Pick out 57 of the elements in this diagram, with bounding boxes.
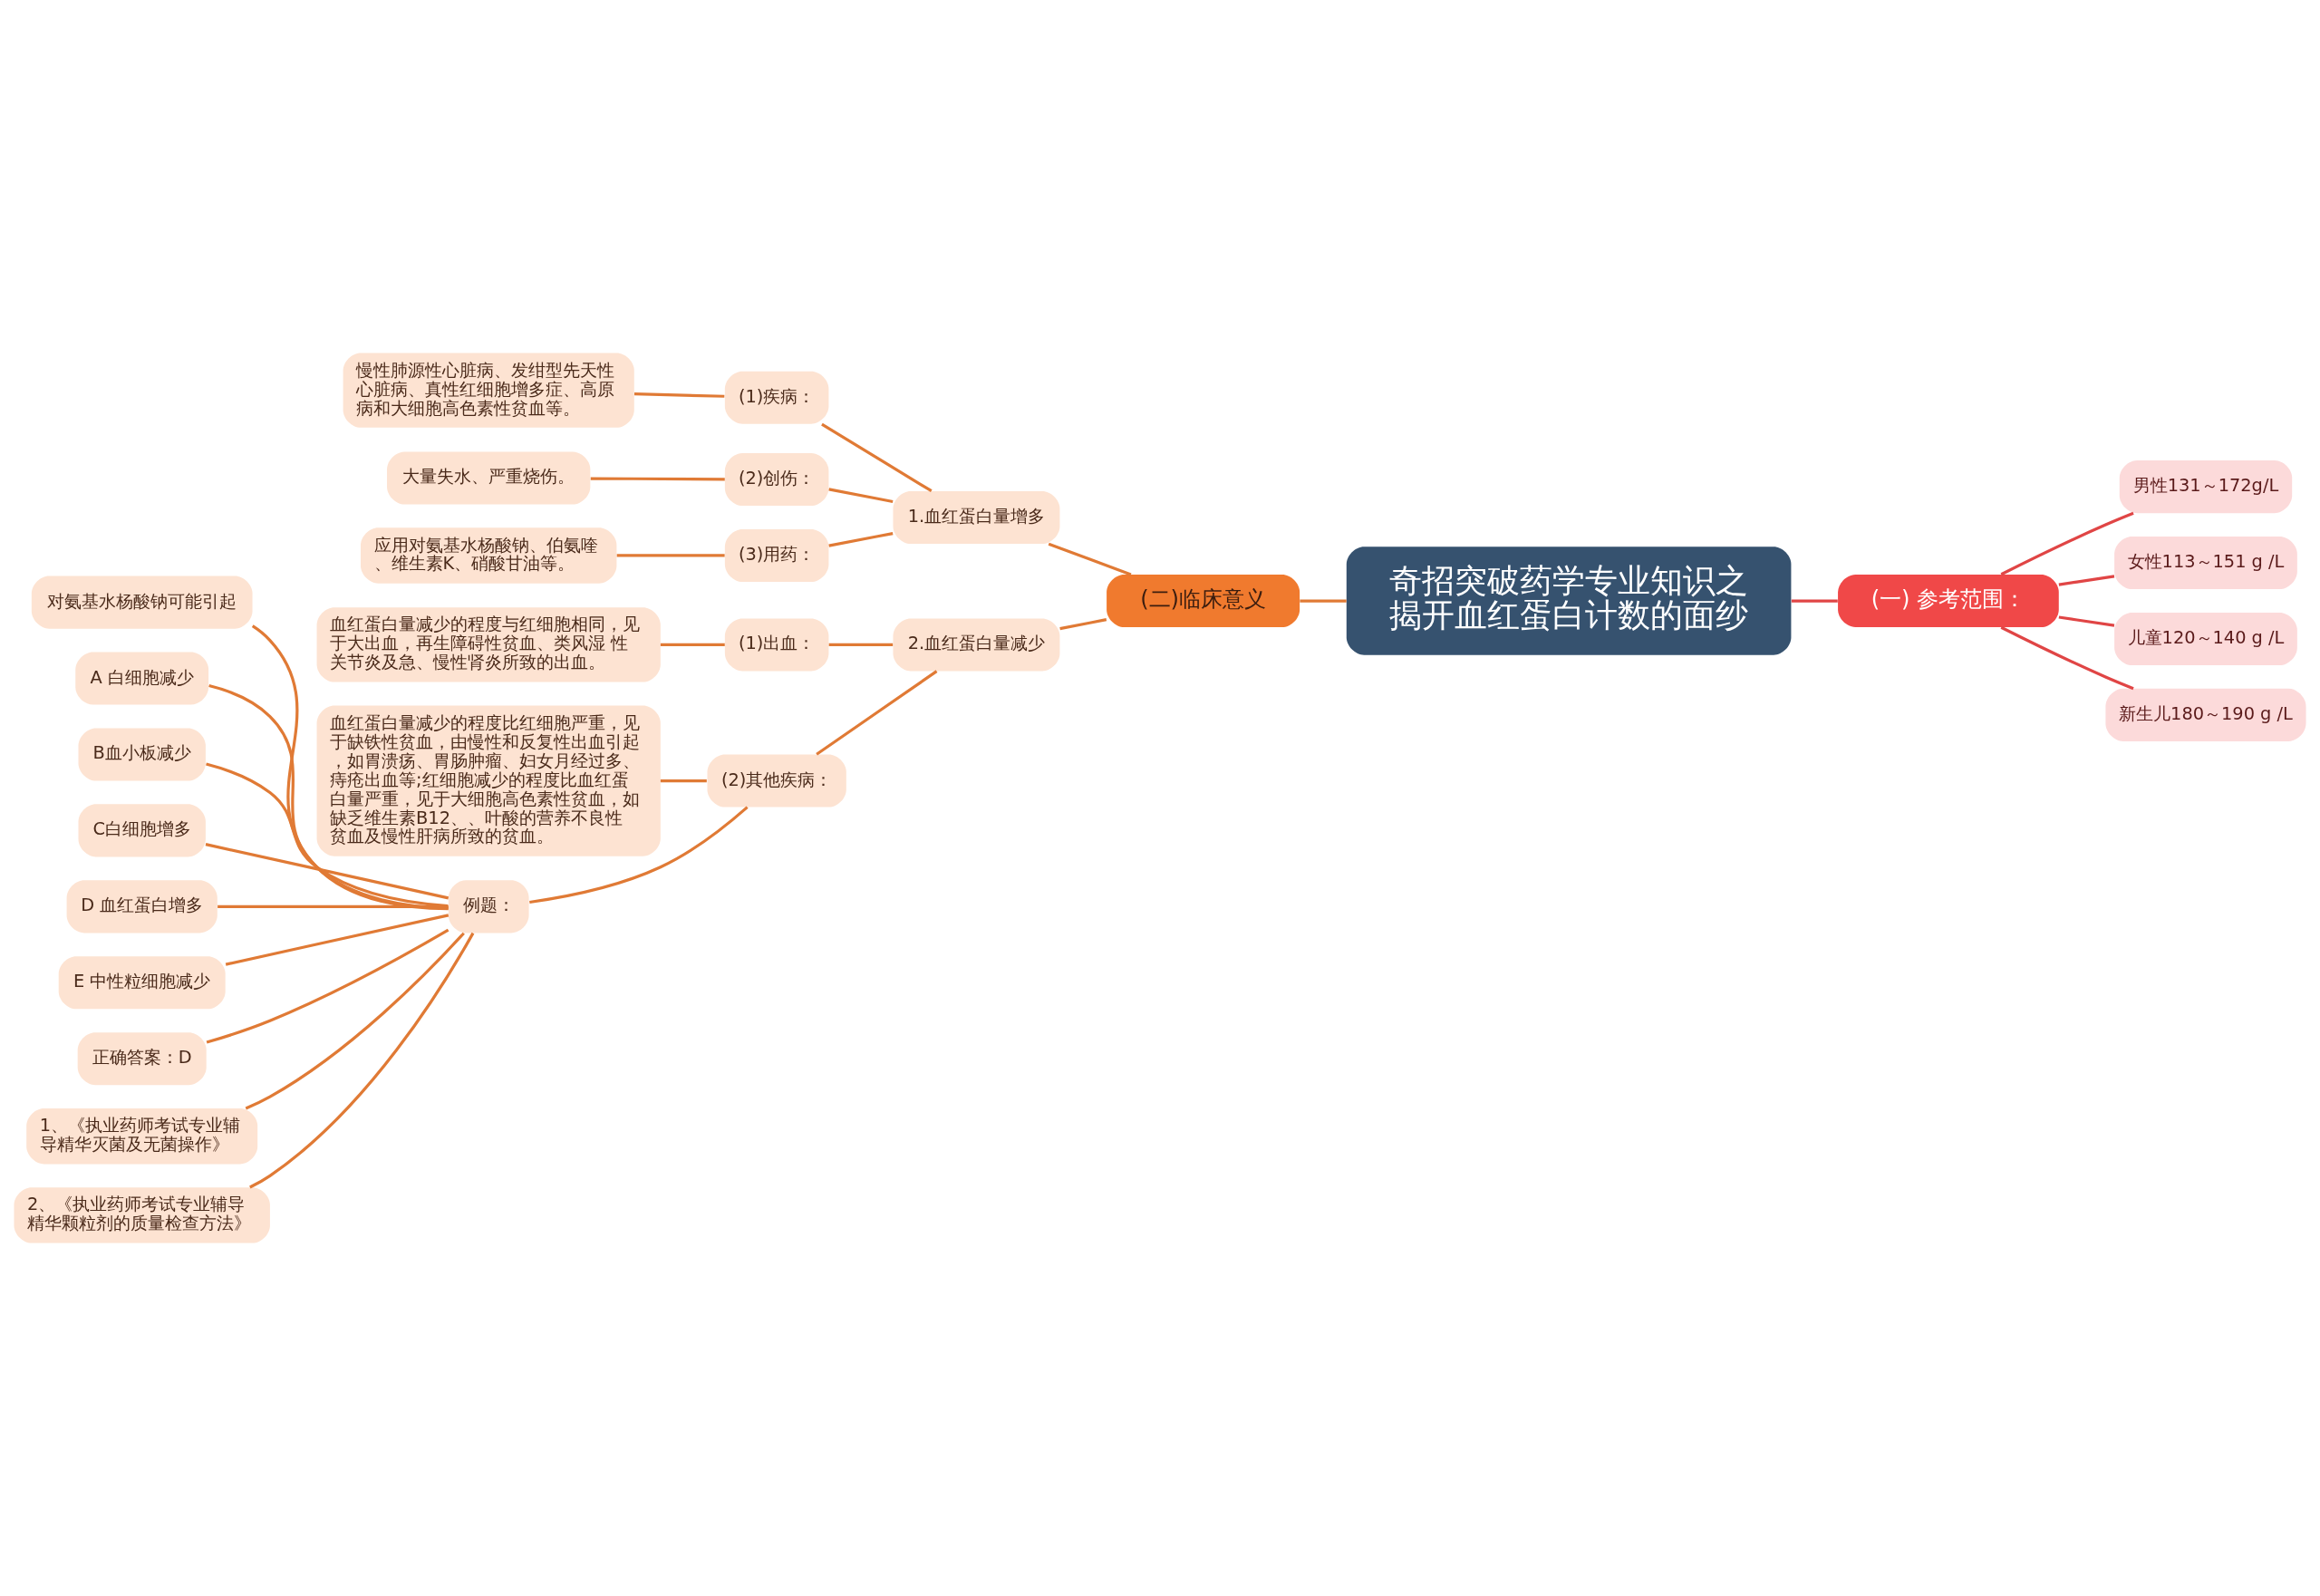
node-box: 1、《执业药师考试专业辅导精华灭菌及无菌操作》 — [26, 1108, 258, 1165]
connector — [1059, 618, 1107, 631]
connector — [2000, 625, 2134, 691]
connector — [251, 624, 449, 911]
connector — [828, 488, 894, 504]
node-box: 1.血红蛋白量增多 — [893, 490, 1060, 545]
node-box: C白细胞增多 — [78, 804, 206, 857]
node-box: 2.血红蛋白量减少 — [893, 618, 1060, 672]
connector — [249, 932, 475, 1189]
connector — [821, 422, 933, 493]
connector — [2058, 575, 2115, 586]
connector — [2058, 615, 2115, 627]
node-box: 新生儿180～190 g /L — [2105, 688, 2306, 741]
connector — [2000, 511, 2134, 576]
connector — [1300, 599, 1347, 603]
node-box: 女性113～151 g /L — [2114, 537, 2297, 590]
node-box: 男性131～172g/L — [2119, 460, 2293, 514]
node-box: 例题： — [448, 880, 529, 933]
node-box: B血小板减少 — [78, 728, 206, 781]
node-box: 血红蛋白量减少的程度比红细胞严重，见于缺铁性贫血，由慢性和反复性出血引起，如胃溃疡、胃肠肿瘤、妇女月经过多、痔疮出血等;红细胞减少的程度比血红蛋白量严重，见于大细胞高色素性贫血，如缺乏维生素B12、、叶酸的营养不良性贫血及慢性肝病所致的贫血。 — [316, 705, 661, 856]
node-box: (3)用药： — [724, 528, 829, 583]
connector — [1048, 542, 1132, 576]
node-box: (二)临床意义 — [1107, 574, 1300, 628]
node-box: 2、《执业药师考试专业辅导精华颗粒剂的质量检查方法》 — [14, 1187, 270, 1243]
node-box: 血红蛋白量减少的程度与红细胞相同，见于大出血，再生障碍性贫血、类风湿 性关节炎及急、慢性肾炎所致的出血。 — [316, 607, 661, 682]
node-box: (1)疾病： — [724, 371, 829, 424]
connector — [218, 904, 449, 908]
node-box: 慢性肺源性心脏病、发绀型先天性心脏病、真性红细胞增多症、高原病和大细胞高色素性贫血等。 — [343, 353, 634, 428]
connector — [1791, 599, 1838, 603]
connector — [529, 806, 749, 904]
connector — [828, 531, 894, 547]
connector — [616, 554, 725, 557]
connector — [245, 932, 465, 1110]
node-box: 正确答案：D — [77, 1032, 207, 1086]
connector — [225, 914, 450, 966]
node-box: 儿童120～140 g /L — [2114, 612, 2297, 666]
connector — [828, 643, 894, 647]
connector — [590, 477, 725, 481]
connector — [206, 928, 450, 1044]
node-box: (2)其他疾病： — [707, 754, 846, 808]
node-box: 应用对氨基水杨酸钠、伯氨喹、维生素K、硝酸甘油等。 — [361, 527, 617, 584]
connector — [208, 683, 449, 910]
connector — [660, 643, 725, 647]
node-box: E 中性粒细胞减少 — [58, 956, 226, 1010]
connector — [205, 843, 450, 900]
connector — [206, 762, 449, 908]
node-box: 奇招突破药学专业知识之揭开血红蛋白计数的面纱 — [1346, 547, 1792, 655]
node-box: D 血红蛋白增多 — [66, 880, 218, 933]
node-box: (2)创伤： — [724, 453, 829, 507]
connector — [660, 779, 707, 783]
node-box: 对氨基水杨酸钠可能引起 — [31, 576, 253, 629]
connector — [816, 670, 938, 756]
node-box: (一) 参考范围： — [1838, 574, 2059, 628]
connector — [633, 392, 725, 398]
node-box: A 白细胞减少 — [75, 652, 209, 705]
node-box: (1)出血： — [724, 618, 829, 672]
node-box: 大量失水、严重烧伤。 — [387, 451, 591, 505]
